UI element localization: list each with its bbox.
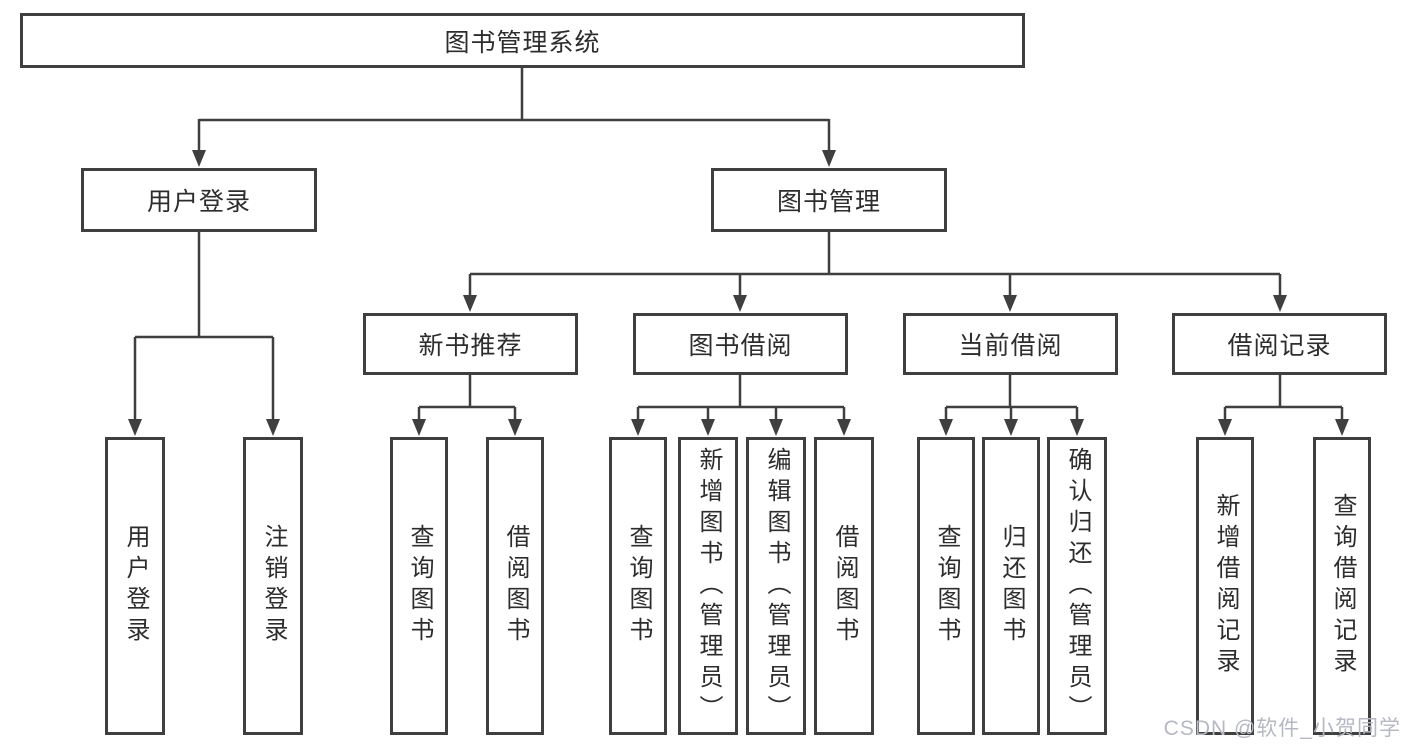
node-cb-confirm-return-admin: 确认归还（管理员） [1047, 437, 1107, 735]
node-cb-query-books-label: 查询图书 [933, 524, 960, 648]
node-book-management: 图书管理 [711, 168, 947, 232]
node-cb-confirm-return-admin-label: 确认归还（管理员） [1064, 446, 1091, 726]
node-bb-query-books: 查询图书 [609, 437, 667, 735]
node-cb-query-books: 查询图书 [917, 437, 975, 735]
node-bb-borrow-books: 借阅图书 [814, 437, 874, 735]
node-bb-query-books-label: 查询图书 [625, 524, 652, 648]
node-book-management-label: 图书管理 [776, 188, 881, 216]
node-nb-borrow-books-label: 借阅图书 [502, 524, 529, 648]
node-library-system: 图书管理系统 [20, 13, 1025, 68]
node-new-book-recommend: 新书推荐 [363, 313, 578, 375]
node-new-book-recommend-label: 新书推荐 [418, 332, 523, 360]
node-logout: 注销登录 [243, 437, 303, 735]
node-br-query-record-label: 查询借阅记录 [1329, 493, 1356, 679]
node-br-add-record-label: 新增借阅记录 [1212, 493, 1239, 679]
node-bb-edit-books-admin-label: 编辑图书（管理员） [763, 446, 790, 726]
node-login-label: 用户登录 [122, 524, 149, 648]
connector-lines [133, 68, 1344, 421]
node-current-borrowing-label: 当前借阅 [958, 332, 1063, 360]
node-user-login: 用户登录 [81, 168, 317, 232]
node-current-borrowing: 当前借阅 [903, 313, 1118, 375]
node-bb-add-books-admin-label: 新增图书（管理员） [695, 446, 722, 726]
node-library-system-label: 图书管理系统 [444, 28, 601, 57]
node-cb-return-books: 归还图书 [982, 437, 1040, 735]
node-borrowing-records-label: 借阅记录 [1227, 332, 1332, 360]
node-bb-add-books-admin: 新增图书（管理员） [678, 437, 738, 735]
node-nb-query-books-label: 查询图书 [406, 524, 433, 648]
watermark: CSDN @软件_小贺同学 [1163, 717, 1401, 740]
node-bb-edit-books-admin: 编辑图书（管理员） [746, 437, 806, 735]
node-bb-borrow-books-label: 借阅图书 [831, 524, 858, 648]
node-book-borrowing: 图书借阅 [633, 313, 848, 375]
node-nb-borrow-books: 借阅图书 [486, 437, 544, 735]
node-user-login-label: 用户登录 [146, 188, 251, 216]
node-br-query-record: 查询借阅记录 [1313, 437, 1371, 735]
node-borrowing-records: 借阅记录 [1172, 313, 1387, 375]
node-cb-return-books-label: 归还图书 [998, 524, 1025, 648]
node-nb-query-books: 查询图书 [390, 437, 448, 735]
node-book-borrowing-label: 图书借阅 [688, 332, 793, 360]
node-logout-label: 注销登录 [260, 524, 287, 648]
node-br-add-record: 新增借阅记录 [1196, 437, 1254, 735]
node-login: 用户登录 [105, 437, 165, 735]
